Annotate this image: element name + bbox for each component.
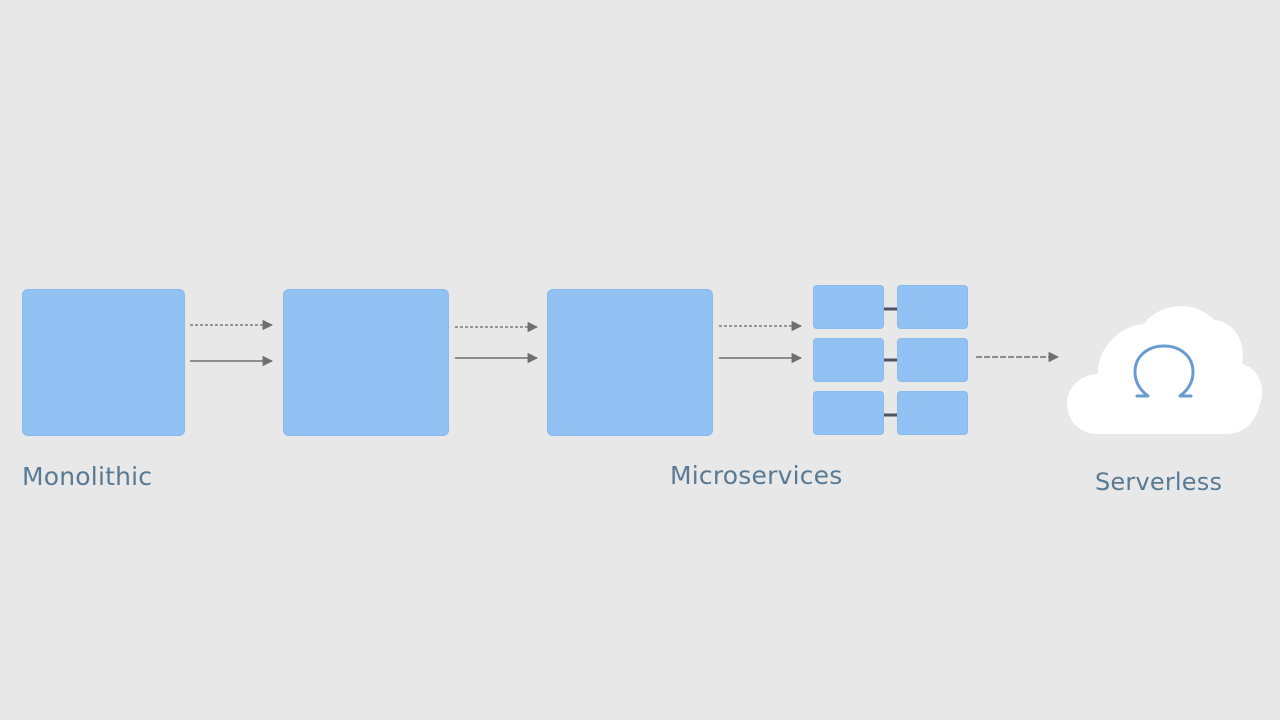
microservice-block <box>813 391 884 435</box>
monolithic-label: Monolithic <box>22 462 153 491</box>
monolithic-block <box>22 289 185 436</box>
intermediate-block-2 <box>547 289 713 436</box>
microservice-block <box>897 338 968 382</box>
serverless-cloud <box>1060 298 1265 440</box>
microservice-block <box>813 285 884 329</box>
microservice-block <box>897 285 968 329</box>
omega-icon <box>1133 344 1195 398</box>
microservice-block <box>897 391 968 435</box>
microservice-block <box>813 338 884 382</box>
cloud-icon <box>1067 306 1262 434</box>
intermediate-block-1 <box>283 289 449 436</box>
serverless-label: Serverless <box>1095 468 1223 496</box>
microservices-label: Microservices <box>670 461 843 490</box>
